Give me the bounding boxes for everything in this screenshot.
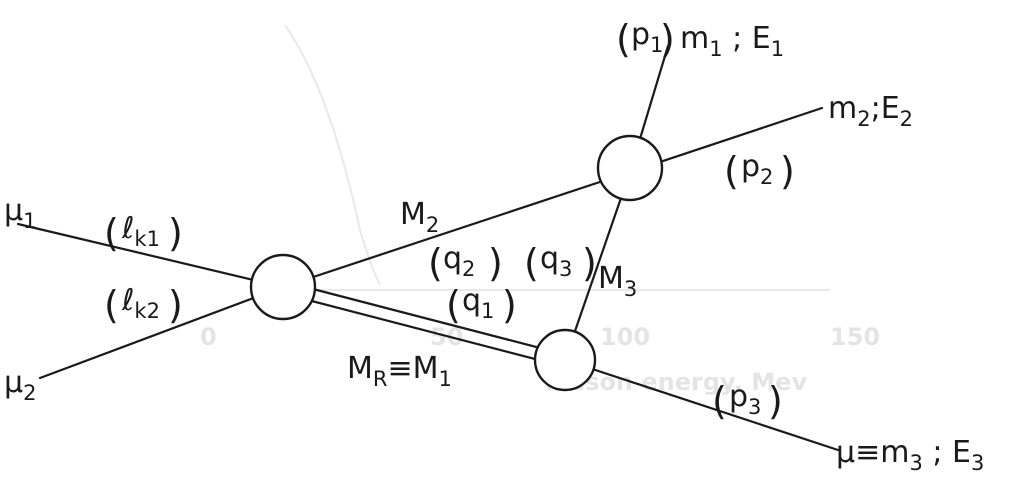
left-vertex (249, 253, 317, 321)
show-through-tick: 100 (600, 323, 650, 351)
mu1-line (16, 222, 285, 289)
MR-line-lower (279, 291, 564, 368)
right-paren: ) (502, 283, 517, 327)
label-p1: ( p1 ) (616, 17, 675, 61)
label-M3: M3 (598, 261, 637, 301)
left-paren: ( (428, 241, 443, 285)
label-q3: ( q3 ) (524, 241, 597, 285)
show-through: 0 50 100 150 Meson energy, Mev (200, 24, 880, 396)
label-p2: ( p2 ) (724, 149, 795, 193)
left-paren: ( (616, 17, 631, 61)
left-paren: ( (104, 211, 119, 255)
right-paren: ) (168, 211, 183, 255)
bottom-vertex (533, 328, 597, 392)
M2-line (281, 170, 632, 289)
MR-line-upper (284, 280, 569, 357)
label-m1-E1: m1 ; E1 (680, 21, 784, 61)
left-paren: ( (712, 379, 727, 423)
momentum-k1: ℓk1 (121, 211, 160, 251)
show-through-tick: 150 (830, 323, 880, 351)
show-through-curve (284, 24, 381, 286)
momentum-q2: q2 (443, 241, 475, 281)
momentum-q3: q3 (540, 241, 572, 281)
right-paren: ) (582, 241, 597, 285)
left-paren: ( (524, 241, 539, 285)
show-through-tick: 0 (200, 323, 217, 351)
label-q1: ( q1 ) (446, 283, 517, 327)
right-paren: ) (780, 149, 795, 193)
label-k2: ( ℓk2 ) (104, 283, 183, 327)
left-paren: ( (104, 283, 119, 327)
label-mu1: μ1 (4, 193, 36, 233)
p3-line (563, 358, 840, 452)
label-m2-E2: m2;E2 (828, 91, 913, 131)
right-paren: ) (660, 17, 675, 61)
label-q2: ( q2 ) (428, 241, 503, 285)
label-M2: M2 (400, 197, 439, 237)
momentum-q1: q1 (462, 283, 494, 323)
momentum-k2: ℓk2 (121, 283, 160, 323)
right-paren: ) (488, 241, 503, 285)
right-paren: ) (768, 379, 783, 423)
right-paren: ) (168, 283, 183, 327)
momentum-p1: p1 (631, 17, 663, 57)
left-paren: ( (724, 149, 739, 193)
M3-line (563, 170, 632, 362)
label-m3-E3: μ≡m3 ; E3 (836, 435, 984, 475)
mu2-line (38, 285, 285, 380)
upper-right-vertex (596, 134, 664, 202)
label-mu2: μ2 (4, 365, 36, 405)
momentum-p3: p3 (729, 379, 761, 419)
left-paren: ( (446, 283, 461, 327)
label-MR-M1: MR≡M1 (347, 351, 452, 391)
label-p3: ( p3 ) (712, 379, 783, 423)
momentum-p2: p2 (741, 149, 773, 189)
label-k1: ( ℓk1 ) (104, 211, 183, 255)
